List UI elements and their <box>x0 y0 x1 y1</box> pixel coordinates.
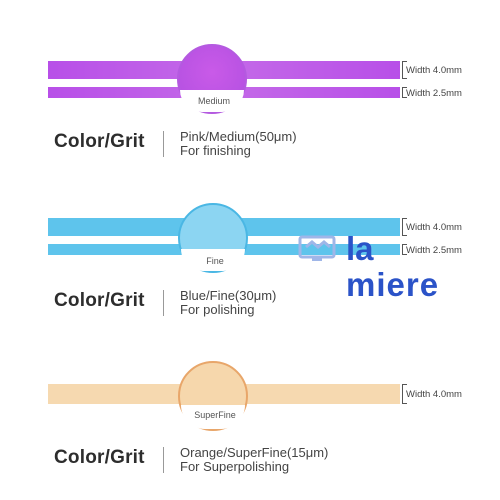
use-text: For finishing <box>180 143 251 158</box>
disc-label-fine: Fine <box>206 256 224 266</box>
width-label: Width 4.0mm <box>406 65 462 76</box>
use-text: For polishing <box>180 302 255 317</box>
grade-description: Blue/Fine(30μm) For polishing <box>180 289 276 317</box>
grit-section-medium: Medium Width 4.0mm Width 2.5mm Color/Gri… <box>0 0 500 170</box>
disc-label-medium: Medium <box>197 96 230 106</box>
width-bracket <box>402 244 407 255</box>
grade-description: Orange/SuperFine(15μm) For Superpolishin… <box>180 446 328 474</box>
grade-text: Pink/Medium(50μm) <box>180 129 297 144</box>
width-label: Width 2.5mm <box>406 245 462 256</box>
color-grit-heading: Color/Grit <box>54 447 145 468</box>
color-grit-heading: Color/Grit <box>54 131 145 152</box>
divider <box>163 290 164 316</box>
width-bracket <box>402 87 407 98</box>
grade-text: Blue/Fine(30μm) <box>180 288 277 303</box>
width-label: Width 4.0mm <box>406 389 462 400</box>
grade-description: Pink/Medium(50μm) For finishing <box>180 130 297 158</box>
width-bracket <box>402 384 407 404</box>
disc-label-cap <box>180 90 244 112</box>
width-label: Width 4.0mm <box>406 222 462 233</box>
disc-label-superfine: SuperFine <box>194 410 236 420</box>
grade-text: Orange/SuperFine(15μm) <box>180 445 329 460</box>
color-grit-heading: Color/Grit <box>54 290 145 311</box>
divider <box>163 131 164 157</box>
watermark-text-la: la <box>346 230 374 267</box>
monitor-logo-icon <box>298 235 336 261</box>
width-bracket <box>402 218 407 236</box>
use-text: For Superpolishing <box>180 459 290 474</box>
divider <box>163 447 164 473</box>
width-label: Width 2.5mm <box>406 88 462 99</box>
width-bracket <box>402 61 407 79</box>
disc-label-cap <box>181 249 245 271</box>
watermark-text-miere: miere <box>346 266 440 303</box>
